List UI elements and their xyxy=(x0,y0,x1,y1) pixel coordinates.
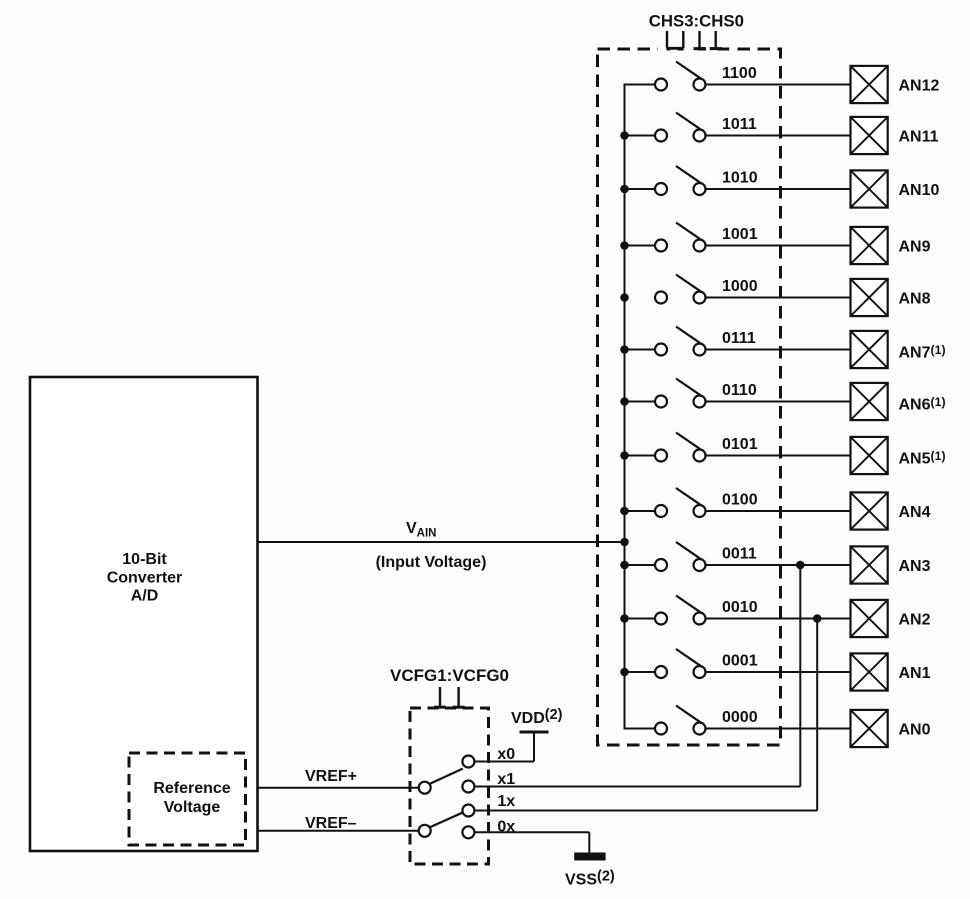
svg-text:x1: x1 xyxy=(497,771,515,788)
svg-text:0x: 0x xyxy=(497,819,515,836)
svg-text:1011: 1011 xyxy=(722,116,757,133)
svg-text:VREF–: VREF– xyxy=(305,815,357,832)
svg-text:VDD(2): VDD(2) xyxy=(511,707,563,727)
svg-text:1010: 1010 xyxy=(722,170,758,187)
svg-text:0100: 0100 xyxy=(722,492,758,509)
svg-text:VCFG1:VCFG0: VCFG1:VCFG0 xyxy=(390,666,509,685)
svg-text:AN12: AN12 xyxy=(899,78,940,95)
svg-text:0110: 0110 xyxy=(722,382,757,399)
svg-text:CHS3:CHS0: CHS3:CHS0 xyxy=(649,12,744,31)
svg-text:AN7(1): AN7(1) xyxy=(899,343,946,362)
svg-text:AN9: AN9 xyxy=(899,239,931,256)
svg-text:Voltage: Voltage xyxy=(164,799,221,816)
svg-text:1000: 1000 xyxy=(722,278,758,295)
svg-text:Reference: Reference xyxy=(153,780,230,797)
svg-text:AN5(1): AN5(1) xyxy=(899,449,946,468)
svg-text:A/D: A/D xyxy=(131,588,159,605)
svg-text:Converter: Converter xyxy=(107,570,183,587)
svg-text:AN11: AN11 xyxy=(899,129,939,146)
svg-text:0010: 0010 xyxy=(722,599,758,616)
svg-text:0001: 0001 xyxy=(722,653,758,670)
svg-text:x0: x0 xyxy=(497,746,515,763)
svg-text:0000: 0000 xyxy=(722,709,758,726)
svg-text:AN10: AN10 xyxy=(899,182,940,199)
svg-text:AN8: AN8 xyxy=(899,291,931,308)
svg-text:AN4: AN4 xyxy=(899,504,931,521)
svg-text:1100: 1100 xyxy=(722,65,757,82)
svg-text:10-Bit: 10-Bit xyxy=(122,551,167,568)
svg-text:0101: 0101 xyxy=(722,436,758,453)
svg-text:VSS(2): VSS(2) xyxy=(565,869,615,889)
svg-text:AN3: AN3 xyxy=(899,558,931,575)
svg-text:1x: 1x xyxy=(497,793,515,810)
svg-text:0011: 0011 xyxy=(722,546,757,563)
svg-text:AN6(1): AN6(1) xyxy=(899,395,946,414)
svg-text:0111: 0111 xyxy=(722,330,756,347)
svg-text:AN0: AN0 xyxy=(899,722,931,739)
svg-text:VREF+: VREF+ xyxy=(305,768,357,785)
svg-text:AN2: AN2 xyxy=(899,612,931,629)
svg-text:(Input Voltage): (Input Voltage) xyxy=(376,554,487,571)
svg-text:AN1: AN1 xyxy=(899,665,931,682)
svg-text:1001: 1001 xyxy=(722,226,758,243)
